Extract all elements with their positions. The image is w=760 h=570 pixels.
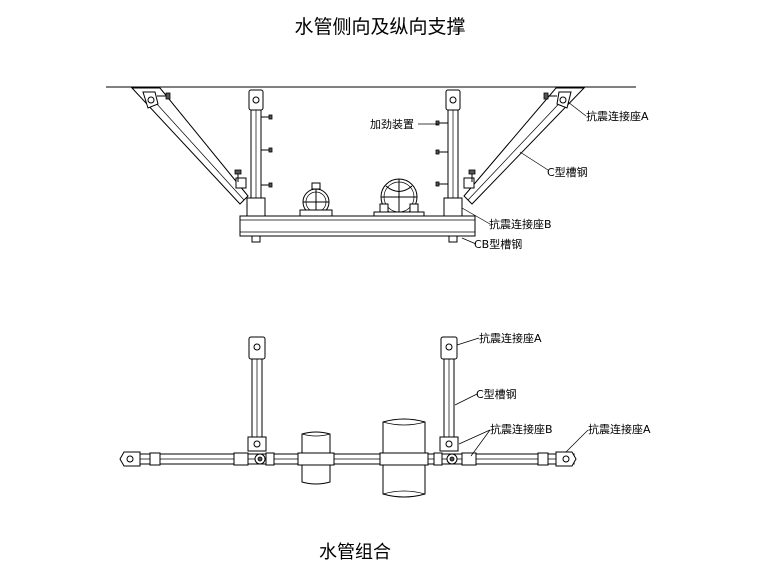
leader-plan-base-b-2 <box>470 429 491 457</box>
diagram-subtitle: 水管组合 <box>319 542 391 563</box>
leader-seismic-base-b <box>461 207 491 225</box>
label-seismic-base-a: 抗震连接座A <box>586 109 649 123</box>
right-diagonal-brace <box>463 87 586 205</box>
leader-plan-base-b-1 <box>458 429 491 445</box>
right-plan-arm <box>433 336 477 466</box>
label-reinforcement: 加劲装置 <box>370 118 414 131</box>
label-seismic-base-b: 抗震连接座B <box>489 217 552 231</box>
left-diagonal-brace <box>130 87 249 205</box>
cb-channel-beam <box>239 215 476 243</box>
label-plan-seismic-base-b: 抗震连接座B <box>490 422 553 436</box>
left-end-connector <box>119 451 161 467</box>
leader-plan-base-a-upper <box>456 337 480 346</box>
large-pipe <box>373 178 425 217</box>
right-end-connector <box>537 451 577 467</box>
small-pipe <box>299 182 333 217</box>
left-plan-arm <box>233 336 275 466</box>
leader-seismic-base-a <box>567 101 587 117</box>
leader-cb-channel <box>461 237 477 245</box>
left-vertical-hanger <box>246 89 273 219</box>
label-cb-channel: CB型槽钢 <box>474 237 522 251</box>
diagram-title: 水管侧向及纵向支撑 <box>294 16 465 38</box>
right-vertical-hanger <box>435 89 463 219</box>
leader-plan-base-a-right <box>565 429 589 453</box>
large-pipe-plan <box>379 418 429 498</box>
label-plan-c-channel: C型槽钢 <box>476 387 517 401</box>
label-plan-seismic-base-a-right: 抗震连接座A <box>588 422 651 436</box>
leader-plan-c-channel <box>454 393 478 406</box>
small-pipe-plan <box>297 431 335 485</box>
side-elevation-view: 加劲装置 抗震连接座A C型槽钢 抗震连接座B CB型槽钢 <box>106 86 649 251</box>
plan-combination-view: 抗震连接座A C型槽钢 抗震连接座B 抗震连接座A <box>119 331 651 498</box>
label-plan-seismic-base-a-upper: 抗震连接座A <box>479 331 542 345</box>
leader-c-channel <box>519 151 549 171</box>
label-c-channel: C型槽钢 <box>547 165 588 179</box>
